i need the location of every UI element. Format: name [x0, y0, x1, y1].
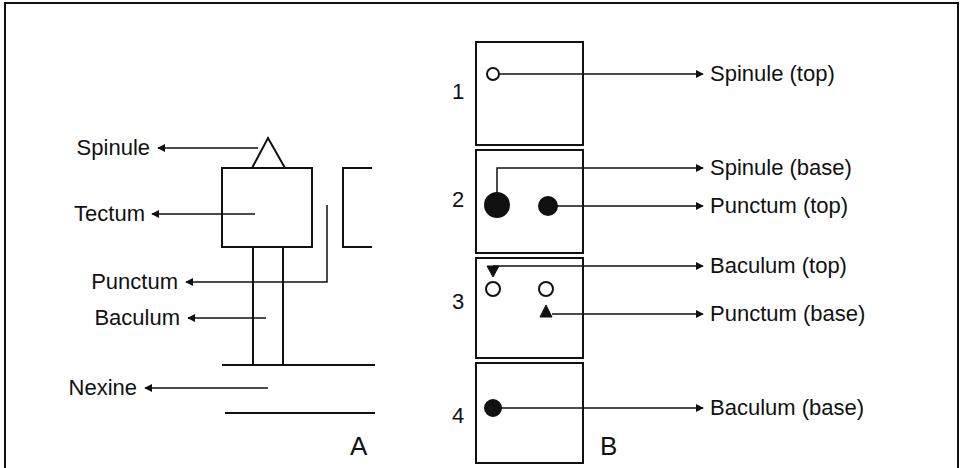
tectum-shape: [222, 168, 312, 247]
adjacent-tectum: [343, 168, 372, 247]
focal-box: [476, 42, 583, 145]
leader-line: [152, 213, 255, 215]
leader-line: [186, 205, 327, 282]
focus-label: Baculum (base): [710, 396, 864, 420]
focal-boxes: [476, 42, 583, 463]
leader-line: [493, 265, 703, 267]
part-name: Baculum: [94, 306, 180, 330]
nexine-line: [222, 364, 375, 366]
open-dot: [487, 68, 499, 80]
baculum-wall: [252, 247, 254, 365]
filled-dot: [485, 400, 501, 416]
focus-label: Spinule (base): [710, 156, 852, 180]
filled-dot: [485, 193, 509, 217]
focus-label: Baculum (top): [710, 254, 847, 278]
leader-line: [158, 147, 258, 149]
focal-box: [476, 150, 583, 253]
leader-line: [497, 168, 703, 193]
baculum-wall: [282, 247, 284, 365]
spinule-shape: [252, 138, 285, 168]
nexine-line: [225, 412, 375, 414]
leader-line: [552, 313, 703, 315]
focal-box: [476, 258, 583, 358]
panel-letter: B: [600, 432, 617, 461]
callout-number: 4: [452, 404, 464, 428]
focal-box: [476, 363, 583, 463]
callout-number: 2: [452, 188, 464, 212]
part-name: Nexine: [69, 376, 137, 400]
open-dot: [539, 282, 553, 296]
part-name: Tectum: [74, 202, 145, 226]
focus-label: Punctum (base): [710, 302, 865, 326]
leader-line: [188, 317, 266, 319]
figure-border: [5, 3, 958, 468]
callout-number: 1: [452, 80, 464, 104]
leader-line: [501, 407, 703, 409]
frame: [5, 3, 958, 468]
focus-label: Punctum (top): [710, 194, 848, 218]
leader-line: [499, 73, 703, 75]
focal-symbols: [485, 68, 557, 416]
triangle-mark: [540, 305, 552, 317]
triangle-mark: [487, 266, 499, 277]
leader-line: [145, 387, 268, 389]
leader-lines: [493, 74, 703, 408]
open-dot: [486, 282, 500, 296]
panel-letter: A: [350, 432, 367, 461]
leader-lines: [145, 148, 327, 388]
part-name: Spinule: [77, 136, 150, 160]
focus-label: Spinule (top): [710, 62, 835, 86]
part-name: Punctum: [91, 270, 178, 294]
wall-section: [222, 138, 375, 413]
filled-dot: [539, 197, 557, 215]
leader-line: [557, 205, 703, 207]
callout-number: 3: [452, 290, 464, 314]
